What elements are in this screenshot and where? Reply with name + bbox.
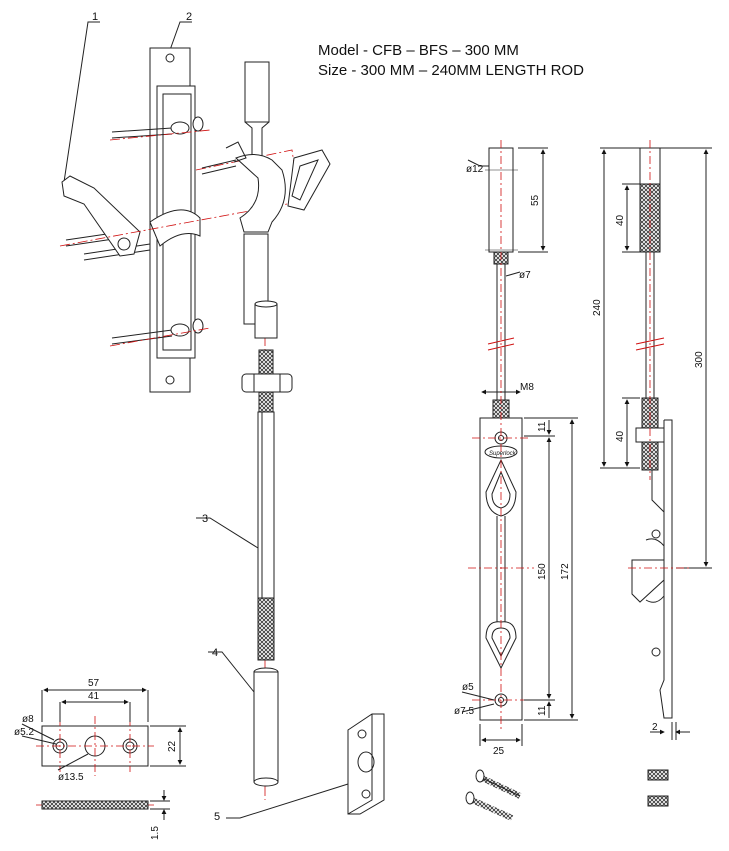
- dim-thread: M8: [520, 382, 534, 393]
- striker-plate: [226, 713, 385, 819]
- front-elevation: [461, 140, 578, 746]
- exploded-view: [59, 21, 385, 819]
- strike-plate-detail: [21, 687, 186, 820]
- size-title: Size - 300 MM – 240MM LENGTH ROD: [318, 62, 584, 79]
- dim-strike-csk: ø8: [22, 714, 34, 725]
- dim-rod-top-len: 55: [530, 194, 541, 206]
- callout-4: 4: [212, 647, 218, 659]
- screws-front: [465, 769, 522, 821]
- lever-arm: [61, 175, 201, 257]
- leader-5: [226, 783, 349, 819]
- dim-strike-hole: ø5.2: [14, 727, 34, 738]
- leader-2: [169, 21, 192, 51]
- model-title: Model - CFB – BFS – 300 MM: [318, 42, 519, 59]
- dim-strike-thk: 1.5: [150, 826, 161, 840]
- dim-overall: 300: [694, 351, 705, 368]
- dim-end-gap: 11: [537, 421, 548, 432]
- dim-knurl-len: 40: [615, 214, 626, 226]
- dim-plate-width: 25: [493, 746, 505, 757]
- dim-thread-len: 40: [615, 430, 626, 442]
- dim-plate-total: 172: [560, 563, 571, 580]
- screws-side: [647, 769, 669, 807]
- dim-hole-dia: ø5: [462, 682, 474, 693]
- leader-1: [63, 21, 100, 183]
- dim-strike-width: 57: [88, 678, 100, 689]
- dim-plate-inner: 150: [537, 563, 548, 580]
- dim-strike-pitch: 41: [88, 691, 100, 702]
- dim-rod-dia: ø7: [519, 270, 531, 281]
- rod-assembly: [196, 300, 293, 661]
- leader-3: [196, 517, 259, 549]
- dim-strike-height: 22: [167, 740, 178, 752]
- side-elevation: [600, 140, 712, 740]
- callout-1: 1: [92, 11, 98, 23]
- dim-rod-top-dia: ø12: [466, 164, 484, 175]
- screws-exploded: [65, 116, 204, 345]
- dim-rod-len: 240: [592, 299, 603, 316]
- callout-2: 2: [186, 11, 192, 23]
- dim-strike-center: ø13.5: [58, 772, 84, 783]
- callout-3: 3: [202, 513, 208, 525]
- callout-5: 5: [214, 811, 220, 823]
- dim-bottom-gap: 11: [537, 705, 548, 716]
- bush: [208, 651, 279, 787]
- keeper-assembly: [201, 61, 331, 325]
- dim-plate-thk: 2: [652, 722, 658, 733]
- dim-csk-dia: ø7.5: [454, 706, 474, 717]
- brand-logo: Superlock: [489, 451, 517, 457]
- leader-4: [208, 651, 255, 693]
